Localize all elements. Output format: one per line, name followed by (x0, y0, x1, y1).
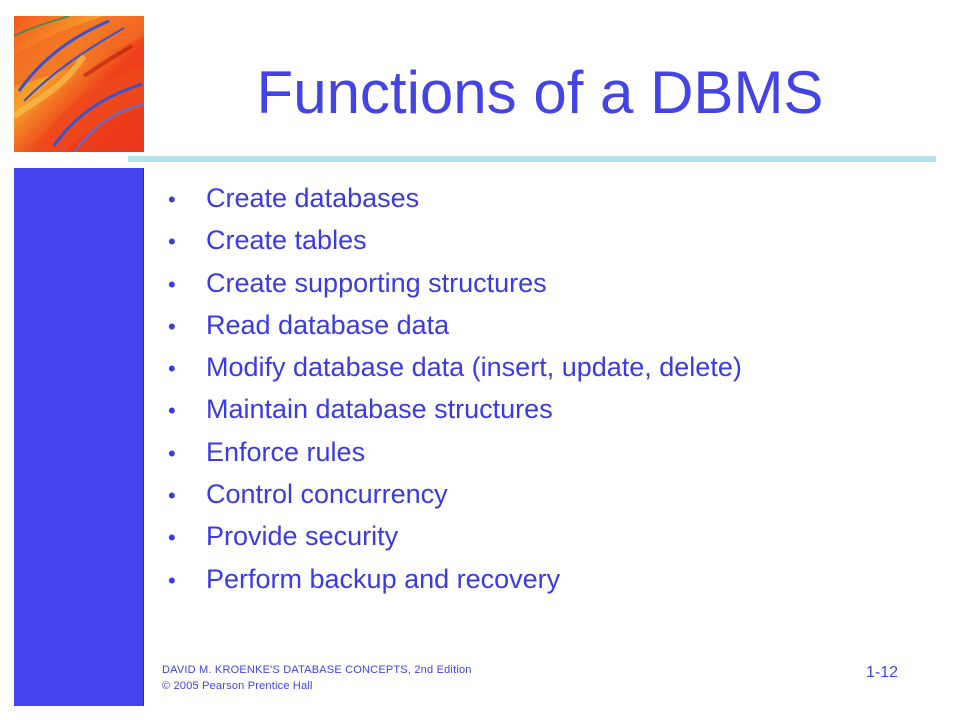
bullet-dot-icon: • (168, 271, 176, 297)
bullet-list: • Create databases • Create tables • Create… (168, 177, 928, 600)
bullet-item: • Create databases (168, 177, 928, 219)
side-panel (14, 168, 144, 706)
bullet-dot-icon: • (168, 567, 176, 593)
bullet-dot-icon: • (168, 229, 176, 255)
bullet-text: Perform backup and recovery (206, 563, 561, 594)
bullet-item: • Read database data (168, 304, 928, 346)
bullet-item: • Enforce rules (168, 431, 928, 473)
bullet-dot-icon: • (168, 440, 176, 466)
bullet-text: Modify database data (insert, update, de… (206, 352, 742, 383)
page-number: 1-12 (866, 664, 899, 681)
footer-credit: DAVID M. KROENKE'S DATABASE CONCEPTS, 2n… (162, 662, 472, 694)
bullet-item: • Modify database data (insert, update, d… (168, 346, 928, 388)
bullet-text: Create tables (206, 225, 367, 256)
bullet-dot-icon: • (168, 398, 176, 424)
slide-title: Functions of a DBMS (256, 59, 824, 126)
bullet-text: Maintain database structures (206, 394, 553, 425)
bullet-text: Create databases (206, 183, 420, 213)
bullet-item: • Control concurrency (168, 473, 928, 515)
bullet-item: • Provide security (168, 515, 928, 557)
bullet-text: Read database data (206, 309, 450, 340)
top-divider-rule (128, 156, 936, 162)
bullet-dot-icon: • (168, 356, 176, 382)
bullet-item: • Create tables (168, 219, 928, 261)
bullet-dot-icon: • (168, 187, 176, 212)
footer-copyright: © 2005 Pearson Prentice Hall (162, 680, 313, 692)
footer-book-title: DAVID M. KROENKE'S DATABASE CONCEPTS, 2n… (162, 664, 472, 676)
bullet-dot-icon: • (168, 313, 176, 339)
bullet-text: Control concurrency (206, 479, 448, 510)
bullet-text: Create supporting structures (206, 267, 547, 298)
bullet-item: • Perform backup and recovery (168, 558, 928, 600)
bullet-item: • Maintain database structures (168, 388, 928, 430)
bullet-dot-icon: • (168, 525, 176, 551)
bullet-text: Provide security (206, 521, 399, 552)
bullet-text: Enforce rules (206, 436, 366, 467)
corner-art-icon (14, 16, 144, 152)
bullet-dot-icon: • (168, 483, 176, 509)
bullet-item: • Create supporting structures (168, 262, 928, 304)
